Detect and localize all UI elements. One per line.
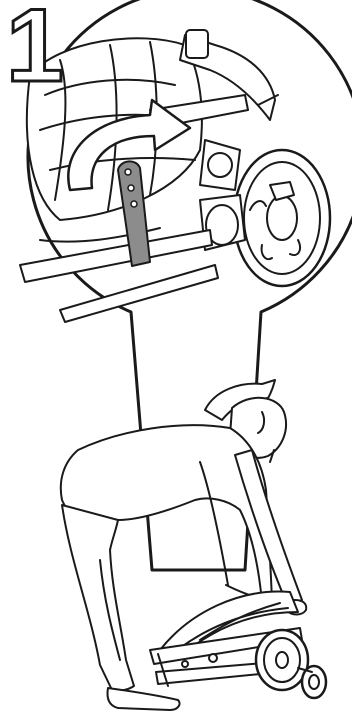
step-number: 1	[6, 0, 64, 98]
